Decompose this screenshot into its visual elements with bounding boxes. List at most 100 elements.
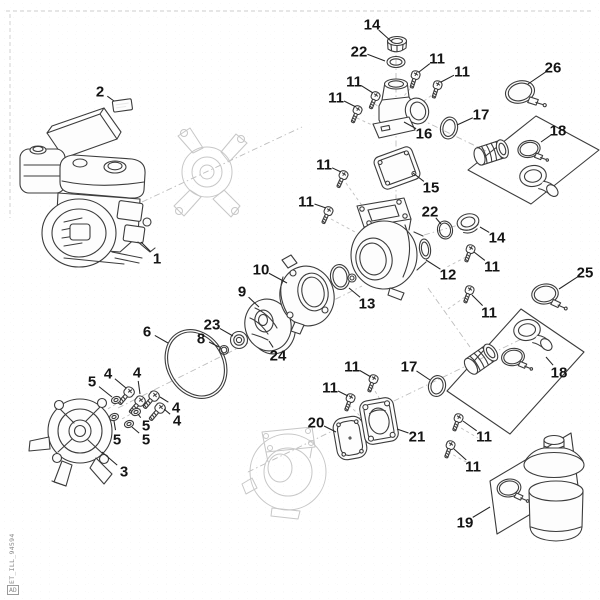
callout-leader-4 [163, 408, 171, 415]
callout-leader-1 [140, 241, 152, 253]
part-callout-22: 22 [422, 204, 439, 221]
callout-leader-6 [154, 335, 169, 344]
part-callout-9: 9 [238, 284, 246, 301]
illustration-id: ET_ILL_94594 [8, 533, 16, 584]
gasket-15-drawing [373, 146, 421, 190]
flap-plate-21-drawing [359, 397, 399, 445]
callout-leader-11 [453, 448, 467, 461]
callout-leader-11 [314, 203, 327, 209]
callout-leader-5 [113, 420, 117, 431]
part-callout-15: 15 [423, 180, 440, 197]
revision-code-box: AD [7, 585, 19, 595]
part-callout-5: 5 [113, 432, 121, 449]
part-callout-5: 5 [142, 432, 150, 449]
callout-leader-14 [479, 226, 490, 233]
plug-drawing [456, 213, 480, 234]
hose-clamp-26 [502, 75, 548, 117]
callout-leader-22 [435, 217, 442, 225]
part-callout-3: 3 [120, 464, 128, 481]
callout-leader-11 [361, 85, 374, 94]
part-callout-23: 23 [204, 317, 221, 334]
callout-leader-26 [527, 71, 546, 85]
callout-leader-11 [359, 370, 372, 378]
part-callout-11: 11 [476, 429, 492, 446]
part-callout-8: 8 [197, 331, 205, 348]
callout-leader-25 [558, 276, 578, 290]
part-callout-13: 13 [359, 296, 376, 313]
callout-leader-3 [101, 451, 118, 466]
callout-leader-19 [472, 506, 491, 518]
part-callout-11: 11 [465, 459, 481, 476]
part-callout-11: 11 [484, 259, 500, 276]
part-callout-6: 6 [143, 324, 151, 341]
callout-leader-8 [208, 341, 220, 348]
label-sticker-drawing [111, 98, 133, 113]
part-callout-4: 4 [133, 365, 142, 382]
callout-leader-10 [268, 272, 288, 284]
part-callout-4: 4 [173, 413, 182, 430]
callout-leader-4 [114, 378, 127, 389]
callout-leader-11 [440, 74, 455, 83]
connector-kit-top [467, 115, 600, 205]
small-oring-drawing [218, 344, 230, 356]
oring-17-top-drawing [439, 116, 459, 140]
part-callout-22: 22 [351, 44, 368, 61]
strainer-kit-drawing [489, 432, 585, 542]
part-callout-24: 24 [270, 348, 287, 365]
part-callout-17: 17 [401, 359, 418, 376]
part-callout-19: 19 [457, 515, 474, 532]
callout-leader-22 [367, 53, 386, 62]
part-callout-14: 14 [489, 230, 506, 247]
callout-leader-17 [456, 117, 474, 126]
part-callout-1: 1 [153, 251, 161, 268]
callout-leader-11 [471, 294, 484, 307]
oring-17-bottom-drawing [427, 375, 447, 397]
connector-kit-bottom [446, 308, 585, 435]
callout-leader-11 [462, 420, 477, 432]
callout-leader-11 [418, 63, 431, 73]
callout-leader-15 [412, 172, 425, 182]
oring-22-top-drawing [386, 55, 406, 69]
callout-leader-20 [323, 425, 337, 433]
callout-leader-5 [98, 386, 113, 398]
callout-leader-11 [343, 100, 357, 108]
part-callout-25: 25 [577, 265, 594, 282]
callout-leader-5 [137, 413, 142, 419]
ghost-adapter-flange [173, 127, 248, 218]
callout-leader-21 [396, 428, 409, 434]
hose-clamp-25 [529, 280, 568, 315]
callout-leader-5 [131, 426, 140, 434]
callout-leader-9 [248, 296, 260, 308]
mount-flange-drawing [28, 397, 113, 487]
part-callout-5: 5 [88, 374, 96, 391]
part-callout-14: 14 [364, 17, 381, 34]
part-callout-2: 2 [96, 84, 104, 101]
part-callout-18: 18 [551, 365, 568, 382]
part-callout-10: 10 [253, 262, 270, 279]
part-callout-5: 5 [142, 418, 150, 435]
ghost-pump-housing [241, 426, 327, 520]
part-callout-11: 11 [346, 74, 362, 91]
part-callout-16: 16 [416, 126, 433, 143]
part-callout-26: 26 [545, 60, 562, 77]
callout-leader-14 [378, 29, 393, 43]
callout-leader-11 [337, 390, 349, 397]
callout-leader-4 [159, 396, 169, 403]
callout-leader-18 [540, 134, 551, 143]
shaft-seal-drawing [229, 330, 249, 350]
gasket-20-drawing [332, 415, 368, 461]
callout-leader-2 [107, 95, 115, 102]
callout-leader-24 [268, 340, 274, 348]
oring-22-right-drawing [436, 220, 454, 240]
part-callout-11: 11 [322, 380, 338, 397]
part-callout-4: 4 [104, 366, 113, 383]
outlet-housing-drawing [372, 78, 430, 139]
page-border [6, 10, 594, 218]
callout-leader-17 [416, 370, 431, 381]
callout-leader-18 [545, 356, 554, 366]
impeller-drawing [244, 298, 296, 355]
part-callout-11: 11 [429, 51, 445, 68]
revision-code: AD [9, 586, 17, 594]
